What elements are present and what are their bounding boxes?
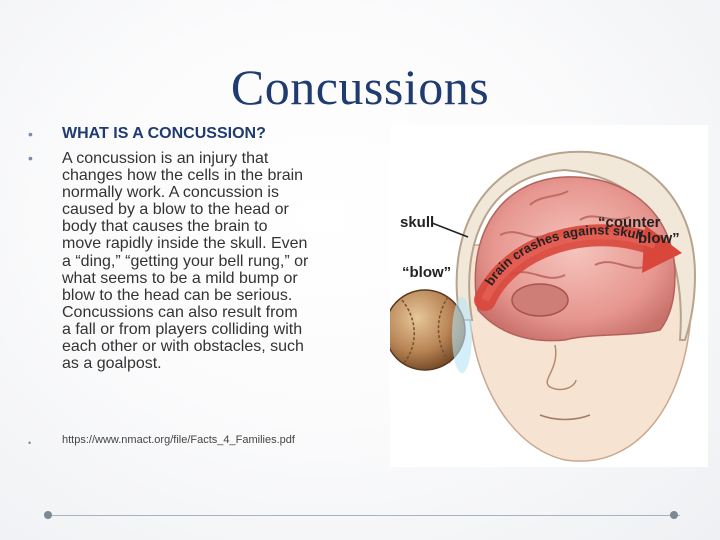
footer-divider-dot-left — [44, 511, 52, 519]
bullet-item-source: • https://www.nmact.org/file/Facts_4_Fam… — [28, 434, 373, 449]
footer-divider-dot-right — [670, 511, 678, 519]
bullet-item-definition: • A concussion is an injury that changes… — [28, 150, 373, 435]
label-counter-blow-line2: blow” — [638, 230, 680, 247]
mouth-line — [539, 414, 591, 421]
footer-divider — [44, 515, 680, 516]
bullet-item-heading: • WHAT IS A CONCUSSION? — [28, 126, 373, 152]
brain-impact-area — [511, 283, 569, 317]
bullet-list: • WHAT IS A CONCUSSION? • A concussion i… — [28, 126, 373, 449]
nose-line — [546, 344, 577, 391]
slide-title: Concussions — [230, 59, 490, 115]
skull-outline — [455, 150, 697, 341]
brain-folds — [499, 190, 651, 279]
bullet-heading-text: WHAT IS A CONCUSSION? — [62, 125, 266, 142]
bullet-marker: • — [28, 438, 32, 448]
crash-arrow-head — [642, 225, 682, 273]
label-counter-blow-line1: “counter — [598, 214, 661, 231]
bullet-marker: • — [28, 150, 33, 166]
label-blow: “blow” — [402, 264, 451, 281]
concussion-illustration: brain crashes against skull skull “blow”… — [390, 125, 708, 467]
source-url-text: https://www.nmact.org/file/Facts_4_Famil… — [62, 434, 295, 446]
bullet-definition-text: A concussion is an injury that changes h… — [62, 150, 309, 373]
label-skull: skull — [400, 214, 434, 231]
concussion-diagram: brain crashes against skull skull “blow”… — [390, 150, 697, 462]
bullet-marker: • — [28, 126, 33, 142]
impact-glow — [452, 297, 472, 373]
